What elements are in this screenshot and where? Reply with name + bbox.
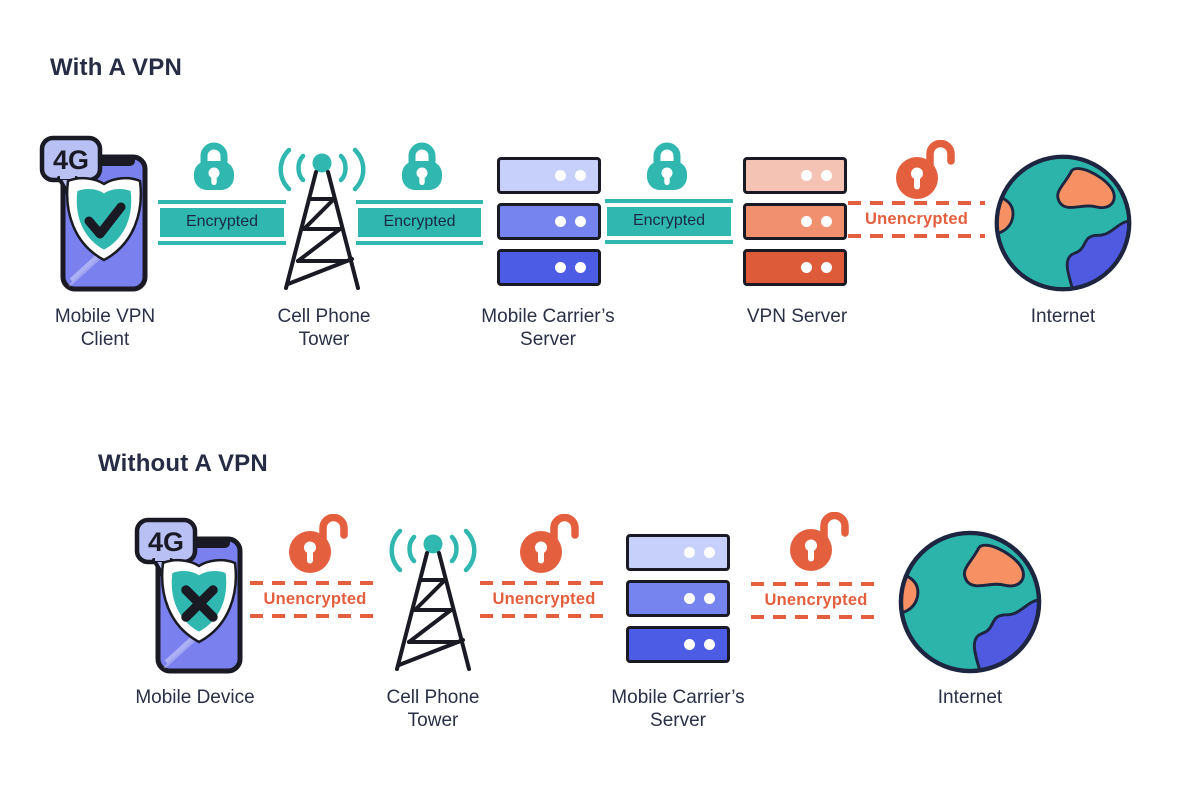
server-dot <box>555 216 566 227</box>
label-vpn-server: VPN Server <box>746 306 848 327</box>
label-cell-phone-tower: Cell Phone Tower <box>277 306 371 351</box>
dashed-line <box>751 582 881 586</box>
server-dot <box>684 639 695 650</box>
server-dot <box>575 216 586 227</box>
server-row <box>626 626 730 663</box>
lock-open-icon <box>517 514 581 574</box>
band-line <box>356 200 483 204</box>
dashed-line <box>848 234 985 238</box>
section-title-without-vpn: Without A VPN <box>98 450 268 477</box>
band-line <box>158 200 286 204</box>
server-row <box>626 580 730 617</box>
mobile-carrier-server-icon <box>626 534 730 663</box>
section-title-with-vpn: With A VPN <box>50 54 182 81</box>
lock-open-icon <box>787 512 851 572</box>
server-dot <box>704 593 715 604</box>
dashed-line <box>751 615 881 619</box>
lock-closed-icon <box>645 140 689 192</box>
internet-globe-icon <box>896 528 1044 676</box>
encrypted-link: Encrypted <box>158 200 286 245</box>
server-dot <box>801 170 812 181</box>
server-dot <box>801 216 812 227</box>
server-dot <box>801 262 812 273</box>
lock-closed-icon <box>400 140 444 192</box>
unencrypted-link: Unencrypted <box>751 582 881 619</box>
unencrypted-link: Unencrypted <box>480 581 608 618</box>
unencrypted-label: Unencrypted <box>263 590 367 608</box>
unencrypted-link: Unencrypted <box>848 201 985 238</box>
server-row <box>743 157 847 194</box>
unencrypted-label: Unencrypted <box>764 591 868 609</box>
label-cell-phone-tower: Cell Phone Tower <box>386 687 480 732</box>
server-dot <box>821 170 832 181</box>
vpn-server-icon <box>743 157 847 286</box>
unencrypted-label: Unencrypted <box>864 210 969 228</box>
mobile-vpn-client-icon <box>39 134 159 302</box>
server-dot <box>704 547 715 558</box>
label-internet: Internet <box>1030 306 1096 327</box>
lock-open-icon <box>286 514 350 574</box>
server-dot <box>575 170 586 181</box>
dashed-line <box>480 581 608 585</box>
server-row <box>743 249 847 286</box>
label-mobile-carriers-server: Mobile Carrier’s Server <box>611 687 745 732</box>
encrypted-link: Encrypted <box>356 200 483 245</box>
label-mobile-vpn-client: Mobile VPN Client <box>54 306 156 351</box>
encrypted-link: Encrypted <box>605 199 733 244</box>
unencrypted-label: Unencrypted <box>492 590 596 608</box>
server-dot <box>704 639 715 650</box>
server-row <box>497 249 601 286</box>
lock-open-icon <box>893 140 957 200</box>
server-dot <box>821 262 832 273</box>
label-mobile-device: Mobile Device <box>135 687 255 708</box>
server-dot <box>684 547 695 558</box>
server-row <box>743 203 847 240</box>
cell-tower-icon <box>384 528 482 673</box>
label-mobile-carriers-server: Mobile Carrier’s Server <box>481 306 615 351</box>
server-row <box>626 534 730 571</box>
dashed-line <box>250 581 380 585</box>
unencrypted-link: Unencrypted <box>250 581 380 618</box>
lock-closed-icon <box>192 140 236 192</box>
server-dot <box>684 593 695 604</box>
server-dot <box>575 262 586 273</box>
label-internet: Internet <box>937 687 1003 708</box>
dashed-line <box>480 614 608 618</box>
mobile-device-icon <box>134 516 254 684</box>
encrypted-label: Encrypted <box>358 208 481 237</box>
band-line <box>158 241 286 245</box>
band-line <box>605 240 733 244</box>
encrypted-label: Encrypted <box>160 208 284 237</box>
dashed-line <box>250 614 380 618</box>
mobile-carrier-server-icon <box>497 157 601 286</box>
server-dot <box>555 262 566 273</box>
internet-globe-icon <box>992 152 1134 294</box>
dashed-line <box>848 201 985 205</box>
server-row <box>497 157 601 194</box>
server-dot <box>821 216 832 227</box>
band-line <box>605 199 733 203</box>
band-line <box>356 241 483 245</box>
encrypted-label: Encrypted <box>607 207 731 236</box>
server-row <box>497 203 601 240</box>
server-dot <box>555 170 566 181</box>
